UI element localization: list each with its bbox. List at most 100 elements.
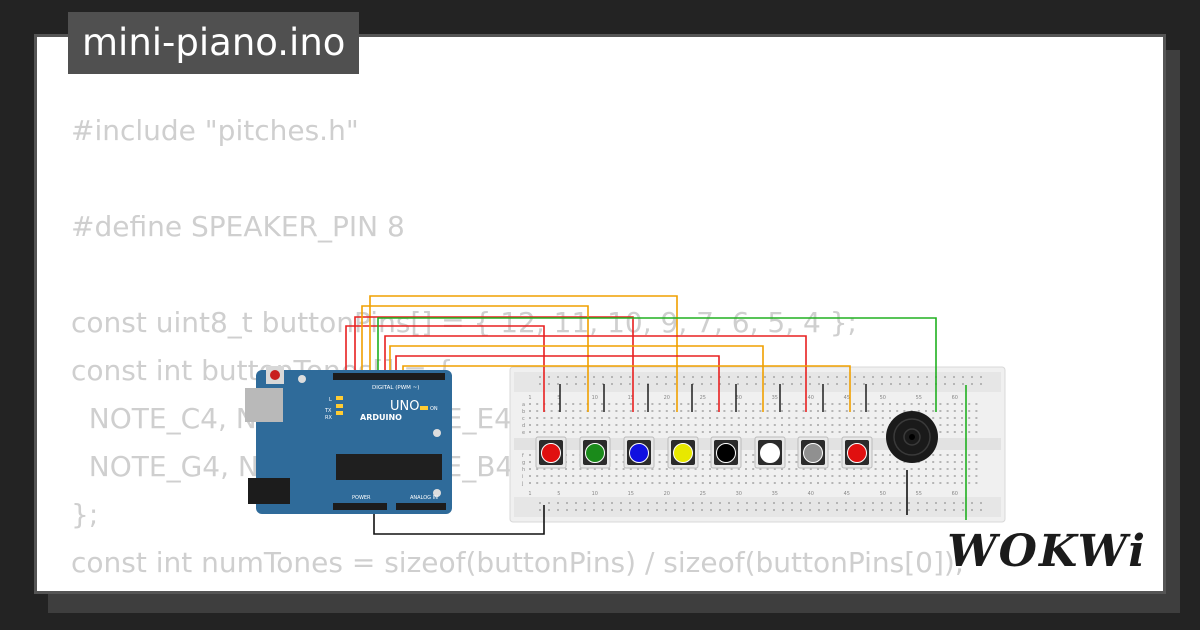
wire xyxy=(345,325,545,412)
bb-hole xyxy=(925,475,927,477)
rail-hole xyxy=(782,376,784,378)
bb-hole xyxy=(752,475,755,477)
bb-hole xyxy=(781,417,783,419)
bb-hole xyxy=(665,410,668,412)
bb-hole xyxy=(579,475,582,477)
column-label: 40 xyxy=(808,395,814,401)
bb-hole xyxy=(680,403,683,405)
bb-hole xyxy=(817,431,819,433)
bb-hole xyxy=(946,424,949,426)
arduino-board: DIGITAL (PWM ~) ARDUINO UNO TX RX L ON P… xyxy=(245,366,452,514)
bb-hole xyxy=(644,424,647,426)
rail-hole xyxy=(584,509,586,511)
power-rail-top xyxy=(514,372,1001,392)
bb-hole xyxy=(946,468,949,470)
bb-hole xyxy=(550,475,553,477)
bb-hole xyxy=(773,403,776,405)
rail-hole xyxy=(746,383,748,385)
bb-hole xyxy=(615,410,618,412)
bb-hole xyxy=(874,417,877,419)
column-label: 50 xyxy=(880,491,886,497)
bb-hole xyxy=(730,417,733,419)
uno-label: UNO xyxy=(390,399,419,414)
rail-hole xyxy=(818,383,820,385)
push-button[interactable] xyxy=(623,436,655,469)
rail-hole xyxy=(692,502,694,504)
rail-hole xyxy=(548,502,550,504)
bb-hole xyxy=(853,475,855,477)
rail-hole xyxy=(584,502,586,504)
rail-hole xyxy=(827,509,829,511)
bb-hole xyxy=(946,431,949,433)
on-label: ON xyxy=(430,406,438,412)
rail-hole xyxy=(701,383,703,385)
bb-hole xyxy=(975,475,978,477)
rail-hole xyxy=(602,509,604,511)
rail-hole xyxy=(611,383,613,385)
bb-hole xyxy=(665,417,668,419)
bb-hole xyxy=(543,475,546,477)
rail-hole xyxy=(854,383,856,385)
bb-hole xyxy=(651,482,654,484)
bb-hole xyxy=(622,417,625,419)
bb-hole xyxy=(694,475,697,477)
column-label: 25 xyxy=(700,395,706,401)
rail-hole xyxy=(566,509,568,511)
bb-hole xyxy=(680,482,683,484)
bb-hole xyxy=(939,454,942,456)
rail-hole xyxy=(863,502,865,504)
bb-hole xyxy=(889,454,891,456)
rail-hole xyxy=(755,502,757,504)
push-button[interactable] xyxy=(535,436,567,469)
bb-hole xyxy=(838,468,841,470)
push-button[interactable] xyxy=(841,436,873,469)
rail-hole xyxy=(944,502,946,504)
ground-wire xyxy=(373,505,545,535)
bb-hole xyxy=(889,410,891,412)
row-label: d xyxy=(522,423,525,429)
rail-hole xyxy=(818,376,820,378)
push-button[interactable] xyxy=(667,436,699,469)
push-button[interactable] xyxy=(579,436,611,469)
bb-hole xyxy=(529,403,531,405)
bb-hole xyxy=(961,424,963,426)
bb-hole xyxy=(946,410,949,412)
bb-hole xyxy=(665,424,668,426)
bb-hole xyxy=(860,475,863,477)
bb-hole xyxy=(536,475,539,477)
bb-hole xyxy=(716,475,719,477)
bb-hole xyxy=(838,424,841,426)
rail-hole xyxy=(737,383,739,385)
bb-hole xyxy=(622,424,625,426)
bb-hole xyxy=(658,431,661,433)
rail-hole xyxy=(719,502,721,504)
bb-hole xyxy=(694,417,697,419)
bb-hole xyxy=(881,475,884,477)
bb-hole xyxy=(968,403,971,405)
rail-hole xyxy=(728,502,730,504)
rail-hole xyxy=(611,376,613,378)
column-label: 25 xyxy=(700,491,706,497)
rail-hole xyxy=(980,376,982,378)
bb-hole xyxy=(601,482,603,484)
push-button[interactable] xyxy=(797,436,829,469)
rail-hole xyxy=(674,509,676,511)
column-label: 5 xyxy=(557,491,560,497)
rail-hole xyxy=(593,502,595,504)
bb-hole xyxy=(658,410,661,412)
rail-hole xyxy=(557,509,559,511)
rail-hole xyxy=(629,502,631,504)
rail-hole xyxy=(809,502,811,504)
bb-hole xyxy=(694,403,697,405)
push-button[interactable] xyxy=(754,436,786,469)
bb-hole xyxy=(550,403,553,405)
bb-hole xyxy=(658,475,661,477)
push-button[interactable] xyxy=(710,436,742,469)
bb-hole xyxy=(838,410,841,412)
bb-hole xyxy=(752,454,755,456)
atmega-chip xyxy=(336,454,442,480)
bb-hole xyxy=(881,424,884,426)
bb-hole xyxy=(824,475,827,477)
bb-hole xyxy=(824,468,827,470)
bb-hole xyxy=(637,482,639,484)
